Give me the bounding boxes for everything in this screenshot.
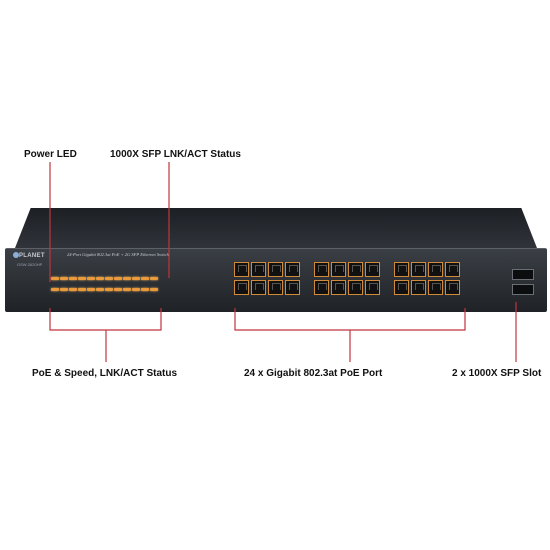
device-description: 24-Port Gigabit 802.3at PoE + 2G SFP Eth… [67, 252, 169, 257]
rj45-port[interactable] [394, 262, 409, 277]
rj45-port[interactable] [331, 280, 346, 295]
power-led-label: Power LED [24, 149, 77, 160]
rj45-port[interactable] [251, 280, 266, 295]
poe-led [60, 277, 68, 280]
rj45-port[interactable] [428, 262, 443, 277]
poe-led [69, 288, 77, 291]
poe-led [60, 288, 68, 291]
rj45-port[interactable] [348, 262, 363, 277]
poe-led [51, 288, 59, 291]
rj45-port[interactable] [348, 280, 363, 295]
poe-led [150, 288, 158, 291]
sfp-slot-2[interactable] [512, 284, 534, 295]
rj45-port[interactable] [331, 262, 346, 277]
rj45-port[interactable] [251, 262, 266, 277]
rj45-port[interactable] [314, 262, 329, 277]
poe-status-label: PoE & Speed, LNK/ACT Status [32, 368, 178, 379]
poe-led-bracket [49, 308, 162, 331]
rj45-port[interactable] [234, 262, 249, 277]
poe-led [114, 288, 122, 291]
sfp-slot-label: 2 x 1000X SFP Slot [452, 368, 542, 379]
rj45-port[interactable] [268, 262, 283, 277]
rj45-port[interactable] [314, 280, 329, 295]
poe-led [105, 277, 113, 280]
poe-led [105, 288, 113, 291]
poe-led [78, 288, 86, 291]
rj45-port[interactable] [445, 262, 460, 277]
poe-led [123, 277, 131, 280]
rj45-port[interactable] [268, 280, 283, 295]
rj45-port[interactable] [234, 280, 249, 295]
switch-chassis: PLANET GSW-2620HP 24-Port Gigabit 802.3a… [5, 208, 547, 312]
poe-led-row-lower [51, 288, 158, 292]
poe-led [141, 288, 149, 291]
rj45-port[interactable] [285, 262, 300, 277]
sfp-status-label: 1000X SFP LNK/ACT Status [110, 149, 241, 160]
rj45-port[interactable] [285, 280, 300, 295]
port-block-2 [314, 262, 380, 295]
poe-led [150, 277, 158, 280]
port-block-3 [394, 262, 460, 295]
poe-led [114, 277, 122, 280]
poe-led [51, 277, 59, 280]
rj45-port[interactable] [411, 262, 426, 277]
poe-led [87, 288, 95, 291]
poe-led [141, 277, 149, 280]
poe-led [132, 277, 140, 280]
rj45-port[interactable] [445, 280, 460, 295]
poe-led [96, 277, 104, 280]
poe-led [78, 277, 86, 280]
rj45-port[interactable] [411, 280, 426, 295]
rj45-port[interactable] [365, 280, 380, 295]
ports-bracket [234, 308, 466, 331]
model-number: GSW-2620HP [17, 262, 43, 267]
brand-logo-icon [13, 252, 19, 258]
poe-led [132, 288, 140, 291]
rj45-port[interactable] [365, 262, 380, 277]
poe-led-row-upper [51, 277, 158, 281]
port-block-1 [234, 262, 300, 295]
gigabit-ports-label: 24 x Gigabit 802.3at PoE Port [244, 368, 383, 379]
poe-led [69, 277, 77, 280]
rj45-port[interactable] [394, 280, 409, 295]
poe-led [96, 288, 104, 291]
sfp-slot-1[interactable] [512, 269, 534, 280]
rj45-port[interactable] [428, 280, 443, 295]
brand-name: PLANET [19, 253, 45, 259]
chassis-top-panel [15, 208, 537, 248]
poe-led [87, 277, 95, 280]
poe-led [123, 288, 131, 291]
